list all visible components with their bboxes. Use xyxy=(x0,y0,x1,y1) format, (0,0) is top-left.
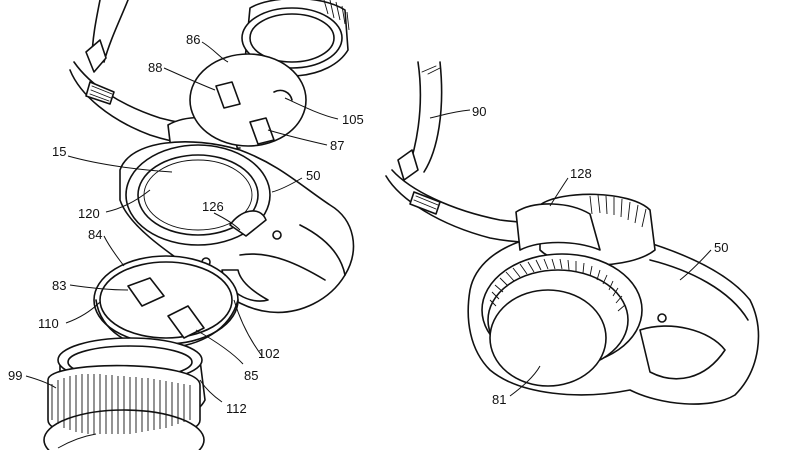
ref-90: 90 xyxy=(472,104,486,119)
ref-105: 105 xyxy=(342,112,364,127)
reference-numerals: 86 88 105 87 15 50 120 126 84 83 110 102… xyxy=(8,32,728,416)
slot-88 xyxy=(215,81,241,109)
ref-84: 84 xyxy=(88,227,102,242)
ref-88: 88 xyxy=(148,60,162,75)
ref-81: 81 xyxy=(492,392,506,407)
ref-99: 99 xyxy=(8,368,22,383)
ref-128: 128 xyxy=(570,166,592,181)
retaining-ring xyxy=(93,255,239,349)
top-cap-knurl xyxy=(323,0,350,31)
latch-126 xyxy=(229,210,267,237)
leader-lines xyxy=(25,41,712,449)
tab-83 xyxy=(127,277,165,307)
ref-86: 86 xyxy=(186,32,200,47)
ref-50-right: 50 xyxy=(714,240,728,255)
ref-85: 85 xyxy=(244,368,258,383)
strap-pad xyxy=(85,81,115,105)
screw xyxy=(272,230,282,240)
ref-110: 110 xyxy=(38,316,59,331)
filter-disc xyxy=(189,53,307,147)
front-lens xyxy=(481,253,643,387)
strap-buckle xyxy=(85,39,107,73)
ref-83: 83 xyxy=(52,278,66,293)
thumb-rest xyxy=(639,325,726,380)
bottom-lens-cap xyxy=(43,337,206,450)
strap-loop xyxy=(515,203,601,251)
ref-50-left: 50 xyxy=(306,168,320,183)
ref-102: 102 xyxy=(258,346,280,361)
ref-126: 126 xyxy=(202,199,224,214)
ref-120: 120 xyxy=(78,206,100,221)
strap-pad xyxy=(409,191,441,215)
slot-87 xyxy=(249,117,275,145)
main-housing xyxy=(119,141,355,314)
ref-87: 87 xyxy=(330,138,344,153)
tab-85 xyxy=(167,305,205,339)
screw xyxy=(657,313,667,323)
ref-112: 112 xyxy=(226,401,247,416)
ref-15: 15 xyxy=(52,144,66,159)
bottom-cap-knurl xyxy=(51,374,191,434)
strap-buckle xyxy=(397,149,419,181)
front-lens-knurl xyxy=(489,258,626,312)
